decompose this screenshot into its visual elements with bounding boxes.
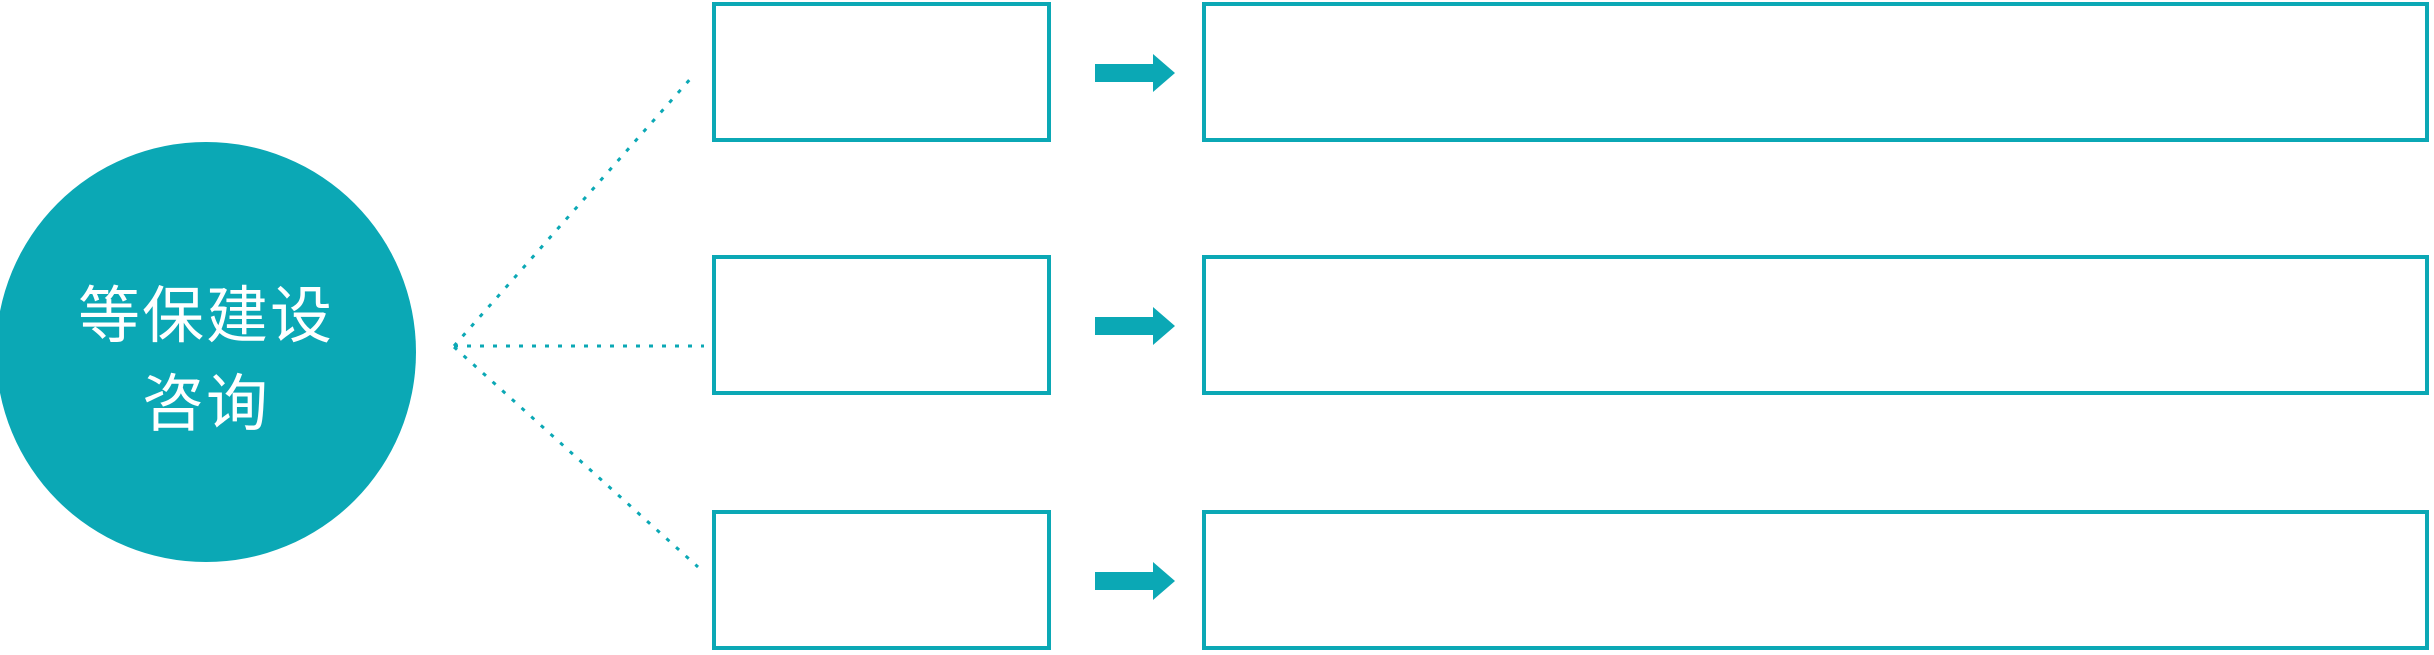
diagram-row-3 xyxy=(0,510,2434,650)
description-box xyxy=(1202,510,2429,650)
topic-circle-line1: 等保建设 xyxy=(77,281,334,351)
arrow-right-icon xyxy=(1095,562,1175,600)
topic-circle-line2: 咨询 xyxy=(141,370,270,439)
diagram-row-1 xyxy=(0,2,2434,142)
description-box xyxy=(1202,2,2429,142)
category-box xyxy=(712,510,1051,650)
diagram-row-2 xyxy=(0,255,2434,395)
description-box xyxy=(1202,255,2429,395)
topic-circle: 等保建设 咨询 xyxy=(0,142,416,562)
category-box xyxy=(712,2,1051,142)
category-box xyxy=(712,255,1051,395)
arrow-right-icon xyxy=(1095,54,1175,92)
arrow-right-icon xyxy=(1095,307,1175,345)
